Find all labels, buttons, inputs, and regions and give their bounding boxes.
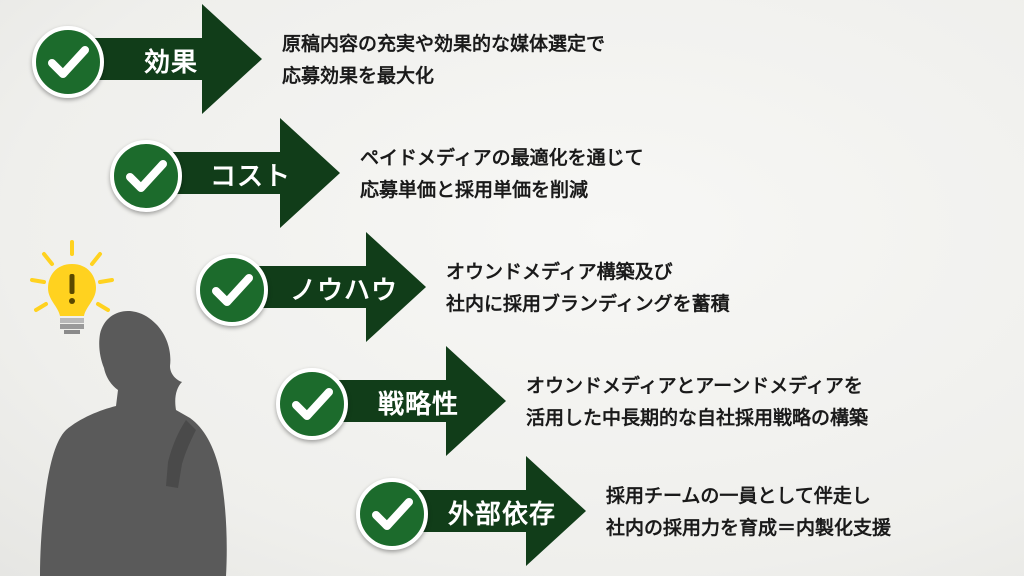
check-icon xyxy=(292,388,333,420)
check-icon xyxy=(212,274,253,306)
item-label: ノウハウ xyxy=(290,276,399,306)
item-description-line: 採用チームの一員として伴走し xyxy=(606,485,871,507)
arrow-shape xyxy=(72,4,262,114)
item-label: コスト xyxy=(210,162,292,192)
item-description-line: ペイドメディアの最適化を通じて xyxy=(360,147,644,169)
item-description-line: 応募単価と採用単価を削減 xyxy=(360,179,589,201)
item-description-line: 原稿内容の充実や効果的な媒体選定で xyxy=(282,33,606,55)
check-badge xyxy=(356,478,428,550)
item-description-line: 社内の採用力を育成＝内製化支援 xyxy=(606,517,892,539)
person-silhouette xyxy=(40,310,227,576)
item-row-strategy: 戦略性 オウンドメディアとアーンドメディアを 活用した中長期的な自社採用戦略の構… xyxy=(276,346,976,456)
lightbulb-icon xyxy=(30,240,114,334)
arrow-shape xyxy=(396,456,586,566)
arrow-shape xyxy=(150,118,340,228)
check-icon xyxy=(48,46,89,78)
item-row-cost: コスト ペイドメディアの最適化を通じて 応募単価と採用単価を削減 xyxy=(110,118,730,228)
check-badge xyxy=(110,140,182,212)
check-badge xyxy=(276,368,348,440)
item-label: 外部依存 xyxy=(448,500,557,530)
arrow-shape xyxy=(236,232,426,342)
item-description: ペイドメディアの最適化を通じて 応募単価と採用単価を削減 xyxy=(360,142,644,206)
item-row-effect: 効果 原稿内容の充実や効果的な媒体選定で 応募効果を最大化 xyxy=(32,4,692,114)
item-description-line: オウンドメディア構築及び xyxy=(446,261,673,283)
item-description: オウンドメディア構築及び 社内に採用ブランディングを蓄積 xyxy=(446,256,730,320)
check-badge xyxy=(32,26,104,98)
item-description: 採用チームの一員として伴走し 社内の採用力を育成＝内製化支援 xyxy=(606,480,891,544)
item-description: オウンドメディアとアーンドメディアを 活用した中長期的な自社採用戦略の構築 xyxy=(526,370,868,434)
check-icon xyxy=(126,160,167,192)
item-description-line: オウンドメディアとアーンドメディアを xyxy=(526,375,863,397)
thinking-person-illustration xyxy=(30,240,227,576)
item-description: 原稿内容の充実や効果的な媒体選定で 応募効果を最大化 xyxy=(282,28,605,92)
item-row-external-dependency: 外部依存 採用チームの一員として伴走し 社内の採用力を育成＝内製化支援 xyxy=(356,456,996,566)
item-label: 戦略性 xyxy=(378,390,460,420)
item-label: 効果 xyxy=(144,48,199,78)
item-description-line: 応募効果を最大化 xyxy=(282,65,435,87)
item-description-line: 社内に採用ブランディングを蓄積 xyxy=(446,293,730,315)
item-row-knowhow: ノウハウ オウンドメディア構築及び 社内に採用ブランディングを蓄積 xyxy=(196,232,816,342)
check-badge xyxy=(196,254,268,326)
item-description-line: 活用した中長期的な自社採用戦略の構築 xyxy=(526,407,869,429)
arrow-shape xyxy=(316,346,506,456)
check-icon xyxy=(372,498,413,530)
